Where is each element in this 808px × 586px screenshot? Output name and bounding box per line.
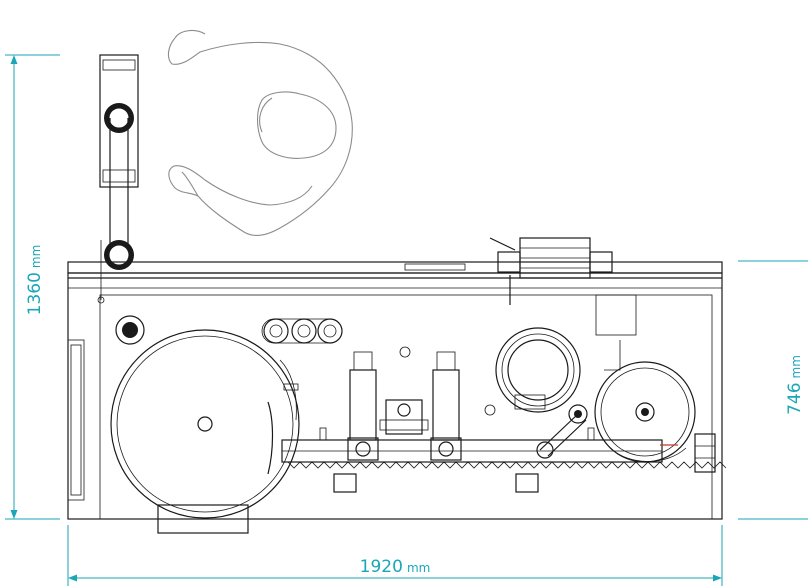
dimension-depth-group	[738, 260, 808, 520]
dimension-width-group	[67, 525, 723, 586]
dancer-arm	[536, 404, 588, 459]
operator-figure	[167, 29, 353, 237]
supply-reel	[110, 315, 300, 534]
top-feeder-unit	[489, 237, 637, 371]
center-bracket	[379, 399, 429, 435]
control-panel-arm	[97, 54, 139, 304]
conveyor-rail	[281, 439, 727, 493]
dimension-height-group	[5, 54, 60, 520]
sealing-unit-right	[430, 351, 462, 461]
small-fittings	[283, 346, 595, 441]
height-dimension-label: 1360mm	[25, 245, 45, 316]
roller-group	[261, 318, 343, 344]
rewind-reel	[594, 361, 716, 473]
machine-frame	[67, 261, 723, 520]
label-drum	[495, 327, 581, 413]
sealing-unit-left	[347, 351, 379, 461]
depth-dimension-label: 746mm	[785, 355, 805, 415]
